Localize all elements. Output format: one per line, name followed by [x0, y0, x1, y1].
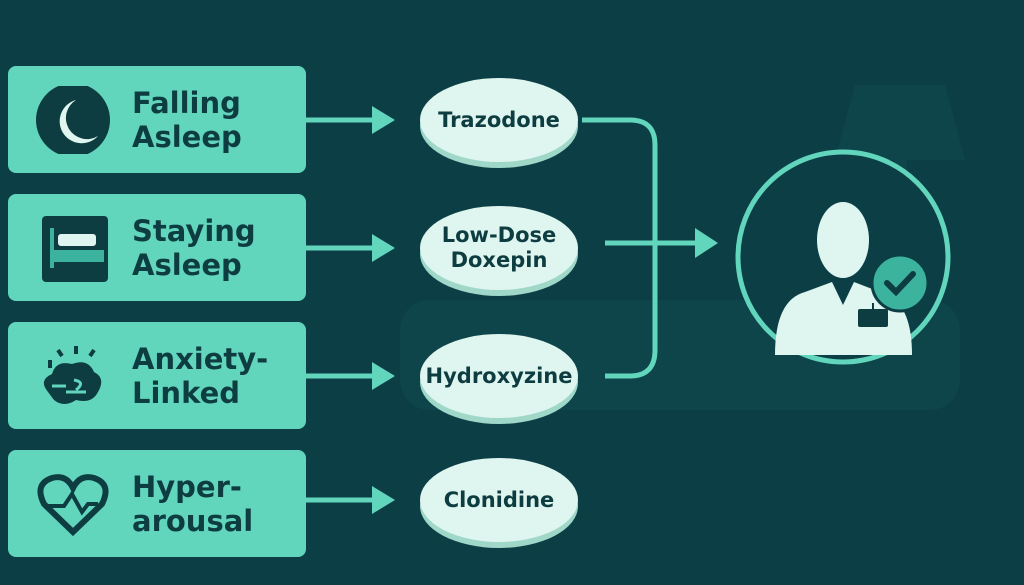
- doctor-check-icon: [735, 149, 951, 365]
- medication-label: Clonidine: [443, 487, 555, 512]
- symptom-box-hyperarousal: Hyper- arousal: [8, 450, 306, 557]
- symptom-box-staying-asleep: Staying Asleep: [8, 194, 306, 301]
- symptom-label: Falling Asleep: [132, 85, 242, 154]
- symptom-label: Anxiety- Linked: [132, 341, 269, 410]
- medication-trazodone: Trazodone: [420, 78, 578, 162]
- medication-hydroxyzine: Hydroxyzine: [420, 334, 578, 418]
- symptom-box-anxiety-linked: Anxiety- Linked: [8, 322, 306, 429]
- medication-low-dose-doxepin: Low-Dose Doxepin: [420, 206, 578, 290]
- moon-icon: [36, 86, 110, 154]
- bed-icon: [42, 216, 108, 282]
- symptom-label: Staying Asleep: [132, 213, 256, 282]
- brain-cloud-icon: [43, 346, 102, 404]
- merge-bracket: [582, 117, 658, 379]
- medication-label: Hydroxyzine: [425, 363, 573, 388]
- medication-label: Low-Dose Doxepin: [441, 223, 557, 272]
- medication-clonidine: Clonidine: [420, 458, 578, 542]
- symptom-box-falling-asleep: Falling Asleep: [8, 66, 306, 173]
- symptom-label: Hyper- arousal: [132, 469, 254, 538]
- medication-label: Trazodone: [438, 107, 560, 132]
- heart-pulse-icon: [37, 474, 109, 537]
